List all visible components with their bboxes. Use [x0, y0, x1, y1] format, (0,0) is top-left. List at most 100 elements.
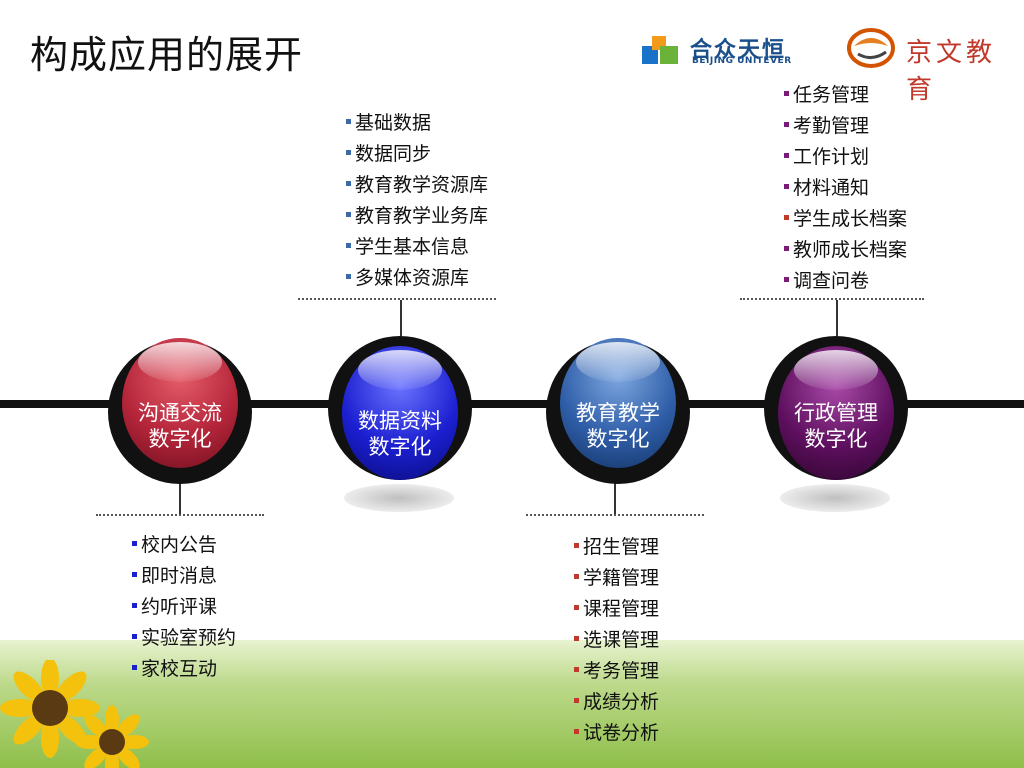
- node-label-line2: 数字化: [804, 427, 868, 451]
- list-item: 工作计划: [784, 142, 907, 173]
- node-label: 行政管理 数字化: [764, 400, 908, 452]
- list-item: 学籍管理: [574, 563, 659, 594]
- list-item-label: 学生基本信息: [355, 236, 470, 258]
- list-item-label: 考务管理: [583, 660, 660, 682]
- list-item: 多媒体资源库: [346, 263, 488, 294]
- list-item-label: 教育教学业务库: [355, 205, 489, 227]
- data-list: 基础数据 数据同步 教育教学资源库 教育教学业务库 学生基本信息 多媒体资源库: [346, 108, 488, 294]
- bullet-icon: [132, 603, 137, 608]
- list-item-label: 调查问卷: [793, 270, 870, 292]
- list-item-label: 即时消息: [141, 565, 218, 587]
- data-connector: [400, 300, 402, 336]
- list-item: 学生基本信息: [346, 232, 488, 263]
- unitever-logo: 合众天恒 BEIJING UNITEVER: [640, 30, 820, 70]
- list-item-label: 工作计划: [793, 146, 870, 168]
- node-teaching[interactable]: 教育教学 数字化: [546, 334, 690, 484]
- data-divider: [298, 298, 496, 300]
- list-item: 招生管理: [574, 532, 659, 563]
- list-item-label: 数据同步: [355, 143, 432, 165]
- list-item-label: 材料通知: [793, 177, 870, 199]
- list-item: 考勤管理: [784, 111, 907, 142]
- bullet-icon: [784, 153, 789, 158]
- list-item-label: 实验室预约: [141, 627, 237, 649]
- node-data-shadow: [344, 484, 454, 512]
- bullet-icon: [574, 574, 579, 579]
- bullet-icon: [784, 277, 789, 282]
- list-item: 选课管理: [574, 625, 659, 656]
- sunflower-icon: [0, 660, 149, 768]
- node-gloss: [138, 342, 222, 382]
- bullet-icon: [132, 541, 137, 546]
- list-item: 教育教学资源库: [346, 170, 488, 201]
- communication-connector: [179, 480, 181, 514]
- list-item: 成绩分析: [574, 687, 659, 718]
- list-item: 课程管理: [574, 594, 659, 625]
- node-label: 数据资料 数字化: [328, 408, 472, 460]
- unitever-logo-name: 合众天恒: [690, 38, 787, 63]
- list-item-label: 约听评课: [141, 596, 218, 618]
- list-item-label: 课程管理: [583, 598, 660, 620]
- bullet-icon: [574, 605, 579, 610]
- node-gloss: [358, 350, 442, 390]
- node-admin-shadow: [780, 484, 890, 512]
- node-label-line2: 数字化: [368, 435, 432, 459]
- node-label-line1: 沟通交流: [138, 401, 222, 425]
- node-communication[interactable]: 沟通交流 数字化: [108, 334, 252, 484]
- list-item: 教育教学业务库: [346, 201, 488, 232]
- node-admin[interactable]: 行政管理 数字化: [764, 336, 908, 486]
- unitever-logo-sub: BEIJING UNITEVER: [692, 56, 792, 66]
- node-label-line1: 教育教学: [576, 401, 660, 425]
- list-item: 校内公告: [132, 530, 236, 561]
- second-logo: 京文教育: [846, 26, 1016, 105]
- list-item-label: 教育教学资源库: [355, 174, 489, 196]
- bullet-icon: [346, 274, 351, 279]
- node-label-line2: 数字化: [586, 427, 650, 451]
- list-item: 学生成长档案: [784, 204, 907, 235]
- list-item: 教师成长档案: [784, 235, 907, 266]
- unitever-logo-icon: [642, 36, 678, 64]
- bullet-icon: [346, 150, 351, 155]
- node-label: 沟通交流 数字化: [108, 400, 252, 452]
- second-logo-icon: [847, 28, 895, 68]
- admin-connector: [836, 300, 838, 336]
- teaching-list: 招生管理 学籍管理 课程管理 选课管理 考务管理 成绩分析 试卷分析: [574, 532, 659, 749]
- node-gloss: [576, 342, 660, 382]
- list-item: 材料通知: [784, 173, 907, 204]
- list-item-label: 任务管理: [793, 84, 870, 106]
- bullet-icon: [784, 91, 789, 96]
- node-data[interactable]: 数据资料 数字化: [328, 336, 472, 486]
- list-item: 约听评课: [132, 592, 236, 623]
- list-item-label: 基础数据: [355, 112, 432, 134]
- list-item-label: 教师成长档案: [793, 239, 908, 261]
- bullet-icon: [132, 634, 137, 639]
- background-grass: [0, 640, 1024, 768]
- list-item-label: 学籍管理: [583, 567, 660, 589]
- list-item-label: 考勤管理: [793, 115, 870, 137]
- bullet-icon: [346, 119, 351, 124]
- bullet-icon: [574, 698, 579, 703]
- node-label: 教育教学 数字化: [546, 400, 690, 452]
- bullet-icon: [784, 246, 789, 251]
- admin-list: 任务管理 考勤管理 工作计划 材料通知 学生成长档案 教师成长档案 调查问卷: [784, 80, 907, 297]
- second-logo-name: 京文教育: [906, 38, 997, 105]
- bullet-icon: [574, 729, 579, 734]
- bullet-icon: [784, 184, 789, 189]
- list-item-label: 家校互动: [141, 658, 218, 680]
- bullet-icon: [784, 122, 789, 127]
- list-item: 实验室预约: [132, 623, 236, 654]
- list-item: 数据同步: [346, 139, 488, 170]
- bullet-icon: [574, 636, 579, 641]
- bullet-icon: [784, 215, 789, 220]
- node-label-line1: 行政管理: [794, 401, 878, 425]
- list-item-label: 成绩分析: [583, 691, 660, 713]
- communication-divider: [96, 514, 264, 516]
- communication-list: 校内公告 即时消息 约听评课 实验室预约 家校互动: [132, 530, 236, 685]
- list-item: 试卷分析: [574, 718, 659, 749]
- bullet-icon: [346, 212, 351, 217]
- list-item-label: 校内公告: [141, 534, 218, 556]
- admin-divider: [740, 298, 924, 300]
- list-item-label: 选课管理: [583, 629, 660, 651]
- list-item: 调查问卷: [784, 266, 907, 297]
- bullet-icon: [132, 572, 137, 577]
- teaching-connector: [614, 480, 616, 514]
